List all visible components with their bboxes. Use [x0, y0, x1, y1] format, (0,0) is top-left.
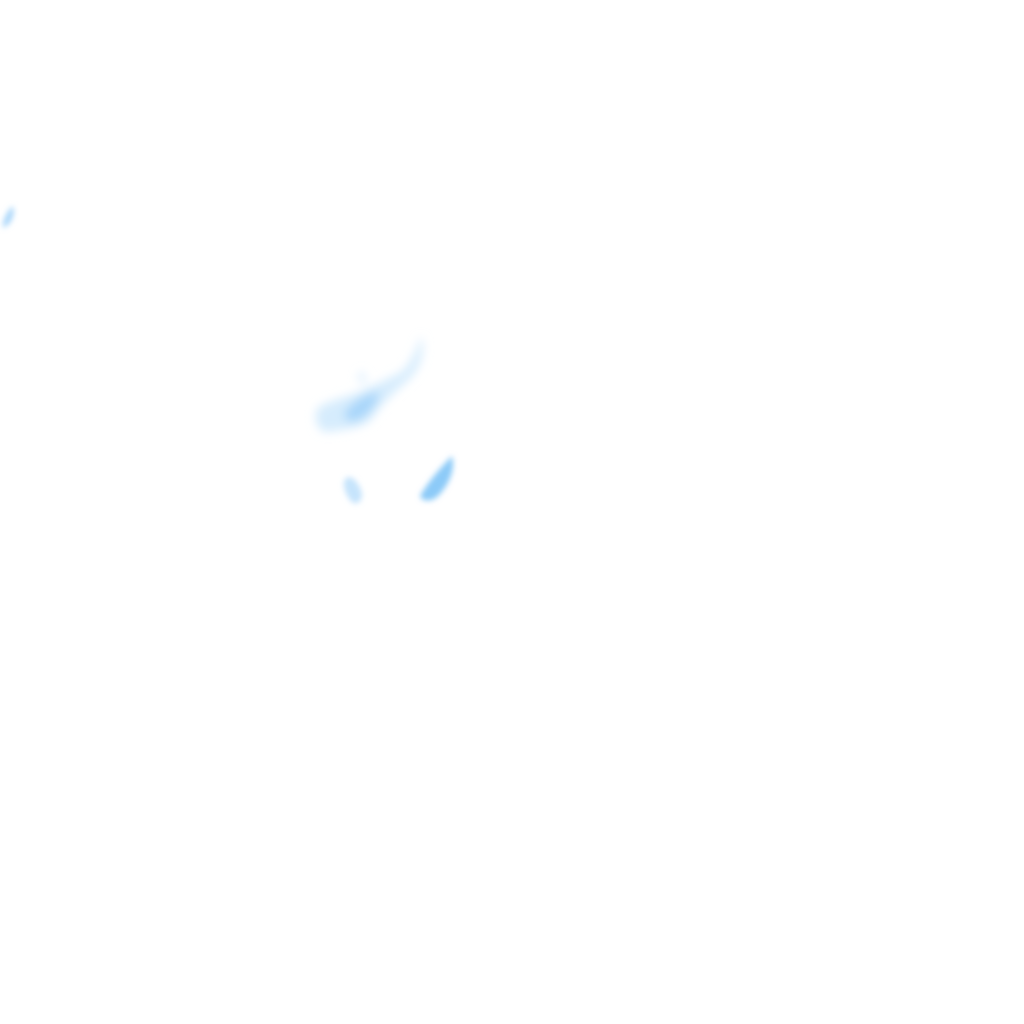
precip-cell-left-edge: [2, 206, 14, 228]
precip-cell-main: [315, 336, 423, 432]
precip-cell-right: [420, 456, 454, 501]
precip-cell-small: [343, 477, 362, 504]
